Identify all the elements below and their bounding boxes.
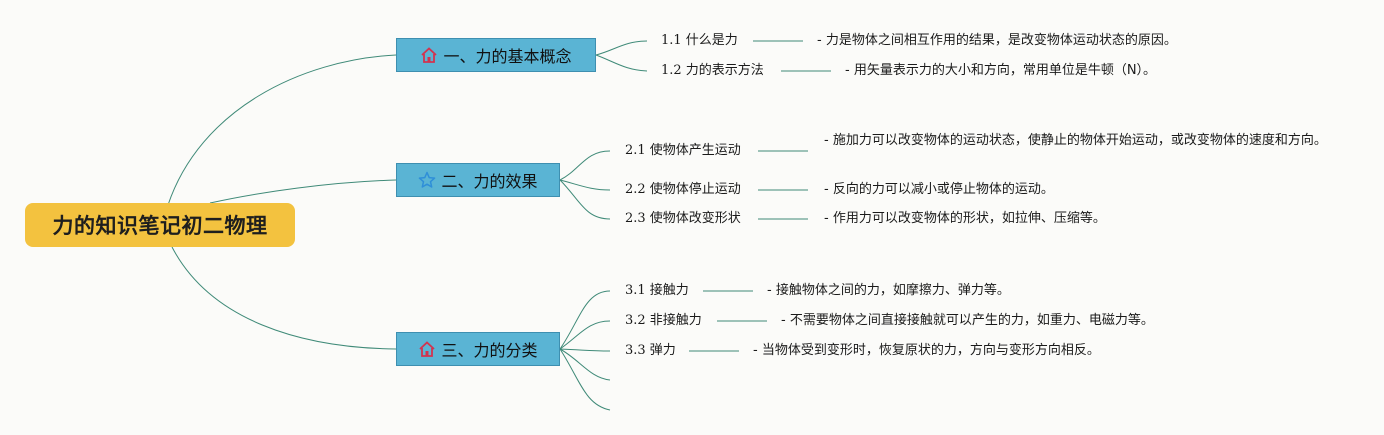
desc-2-3: - 作用力可以改变物体的形状，如拉伸、压缩等。 bbox=[824, 211, 1106, 226]
desc-3-1: - 接触物体之间的力，如摩擦力、弹力等。 bbox=[767, 283, 1010, 298]
desc-3-3: - 当物体受到变形时，恢复原状的力，方向与变形方向相反。 bbox=[753, 343, 1100, 358]
root-node[interactable]: 力的知识笔记初二物理 bbox=[25, 203, 295, 247]
subtopic-2-1[interactable]: 2.1 使物体产生运动 bbox=[625, 143, 741, 158]
home-icon bbox=[420, 46, 438, 64]
topic-label: 三、力的分类 bbox=[441, 341, 538, 360]
subtopic-3-3[interactable]: 3.3 弹力 bbox=[625, 343, 676, 358]
link-t3-1 bbox=[559, 290, 611, 350]
subtopic-2-3[interactable]: 2.3 使物体改变形状 bbox=[625, 211, 741, 226]
desc-1-2: - 用矢量表示力的大小和方向，常用单位是牛顿（N）。 bbox=[845, 63, 1157, 78]
link-t3-4 bbox=[559, 348, 611, 381]
link-root-topic-3 bbox=[171, 246, 397, 350]
link-t2-3 bbox=[559, 179, 611, 220]
desc-2-1: - 施加力可以改变物体的运动状态，使静止的物体开始运动，或改变物体的速度和方向。 bbox=[824, 133, 1327, 148]
link-root-topic-2 bbox=[209, 179, 397, 204]
home-icon bbox=[418, 340, 436, 358]
topic-node-1[interactable]: 一、力的基本概念 bbox=[396, 38, 596, 72]
topic-node-3[interactable]: 三、力的分类 bbox=[396, 332, 560, 366]
topic-node-2[interactable]: 二、力的效果 bbox=[396, 163, 560, 197]
link-t1-2 bbox=[595, 54, 648, 72]
link-t3-3 bbox=[559, 348, 611, 352]
link-t1-1 bbox=[595, 40, 648, 56]
subtopic-3-2[interactable]: 3.2 非接触力 bbox=[625, 313, 702, 328]
subtopic-1-2[interactable]: 1.2 力的表示方法 bbox=[661, 63, 764, 78]
link-t2-2 bbox=[559, 179, 611, 191]
topic-label: 一、力的基本概念 bbox=[443, 47, 572, 66]
subtopic-3-1[interactable]: 3.1 接触力 bbox=[625, 283, 689, 298]
desc-3-2: - 不需要物体之间直接接触就可以产生的力，如重力、电磁力等。 bbox=[781, 313, 1154, 328]
link-t3-5 bbox=[559, 348, 611, 411]
desc-2-2: - 反向的力可以减小或停止物体的运动。 bbox=[824, 182, 1054, 197]
link-t2-1 bbox=[559, 150, 611, 181]
subtopic-2-2[interactable]: 2.2 使物体停止运动 bbox=[625, 182, 741, 197]
desc-1-1: - 力是物体之间相互作用的结果，是改变物体运动状态的原因。 bbox=[817, 33, 1177, 48]
root-title: 力的知识笔记初二物理 bbox=[52, 214, 268, 238]
link-root-topic-1 bbox=[167, 54, 397, 206]
link-t3-2 bbox=[559, 320, 611, 350]
subtopic-1-1[interactable]: 1.1 什么是力 bbox=[661, 33, 738, 48]
star-icon bbox=[418, 171, 436, 189]
topic-label: 二、力的效果 bbox=[441, 172, 538, 191]
